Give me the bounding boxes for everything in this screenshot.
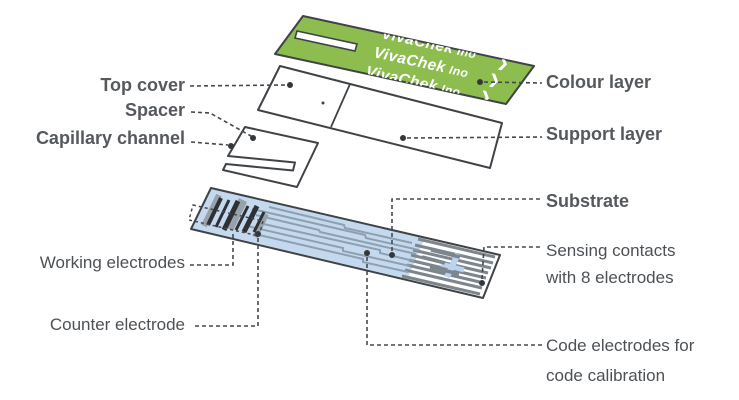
leader-support-layer	[406, 136, 543, 139]
leader-working-electrodes	[190, 233, 234, 266]
dot-colour-layer	[477, 79, 483, 85]
leader-spacer	[190, 111, 252, 137]
chevron-icon: ❯	[487, 71, 501, 89]
dot-support-layer	[400, 135, 406, 141]
label-top-cover: Top cover	[100, 75, 185, 95]
leader-lines	[188, 81, 543, 346]
label-sensing-contacts: Sensing contacts with 8 electrodes	[546, 237, 675, 291]
substrate-strip	[190, 187, 501, 299]
colour-layer-vent-slot	[293, 30, 359, 52]
top-cover-support-layer	[257, 65, 503, 169]
top-cover-divider	[330, 83, 351, 128]
dot-counter-electrode	[255, 231, 261, 237]
label-support-layer: Support layer	[546, 124, 663, 144]
support-layer-shape	[257, 65, 503, 169]
leader-substrate	[391, 198, 542, 251]
leader-colour-layer	[483, 81, 543, 84]
label-counter-electrode: Counter electrode	[49, 315, 185, 334]
dot-code-electrodes	[364, 250, 370, 256]
working-electrodes-box	[188, 204, 264, 237]
substrate-outline	[190, 187, 501, 299]
label-working-electrodes: Working electrodes	[39, 253, 185, 272]
label-substrate: Substrate	[546, 191, 630, 211]
colour-layer-shape	[274, 15, 535, 105]
top-cover-vent-hole	[321, 101, 325, 105]
label-spacer: Spacer	[124, 100, 185, 120]
leader-capillary-channel	[190, 141, 229, 146]
label-colour-layer: Colour layer	[546, 72, 652, 92]
label-sensing-contacts-line1: Sensing contacts	[546, 241, 676, 260]
dot-substrate	[389, 252, 395, 258]
label-capillary-channel: Capillary channel	[35, 128, 185, 148]
spacer-shape	[222, 126, 319, 188]
dot-top-cover	[287, 82, 293, 88]
label-sensing-contacts-line2: with 8 electrodes	[546, 268, 674, 287]
chevron-icon: ❯	[478, 88, 492, 106]
leader-sensing-contacts	[481, 246, 542, 280]
dot-spacer	[250, 135, 256, 141]
label-code-electrodes: Code electrodes for code calibration	[546, 331, 694, 391]
leader-top-cover	[189, 84, 287, 87]
leader-counter-electrode	[192, 238, 259, 327]
dot-sensing-contacts	[479, 280, 485, 286]
dot-capillary-channel	[228, 143, 234, 149]
label-code-electrodes-line1: Code electrodes for	[546, 336, 695, 355]
leader-code-electrodes	[366, 257, 542, 346]
code-electrode-pattern	[421, 248, 465, 279]
label-code-electrodes-line2: code calibration	[546, 366, 666, 385]
leader-dots	[228, 79, 485, 286]
colour-layer-strip: VivaChekIno VivaChekIno VivaChekIno ❯ ❯ …	[274, 15, 535, 106]
